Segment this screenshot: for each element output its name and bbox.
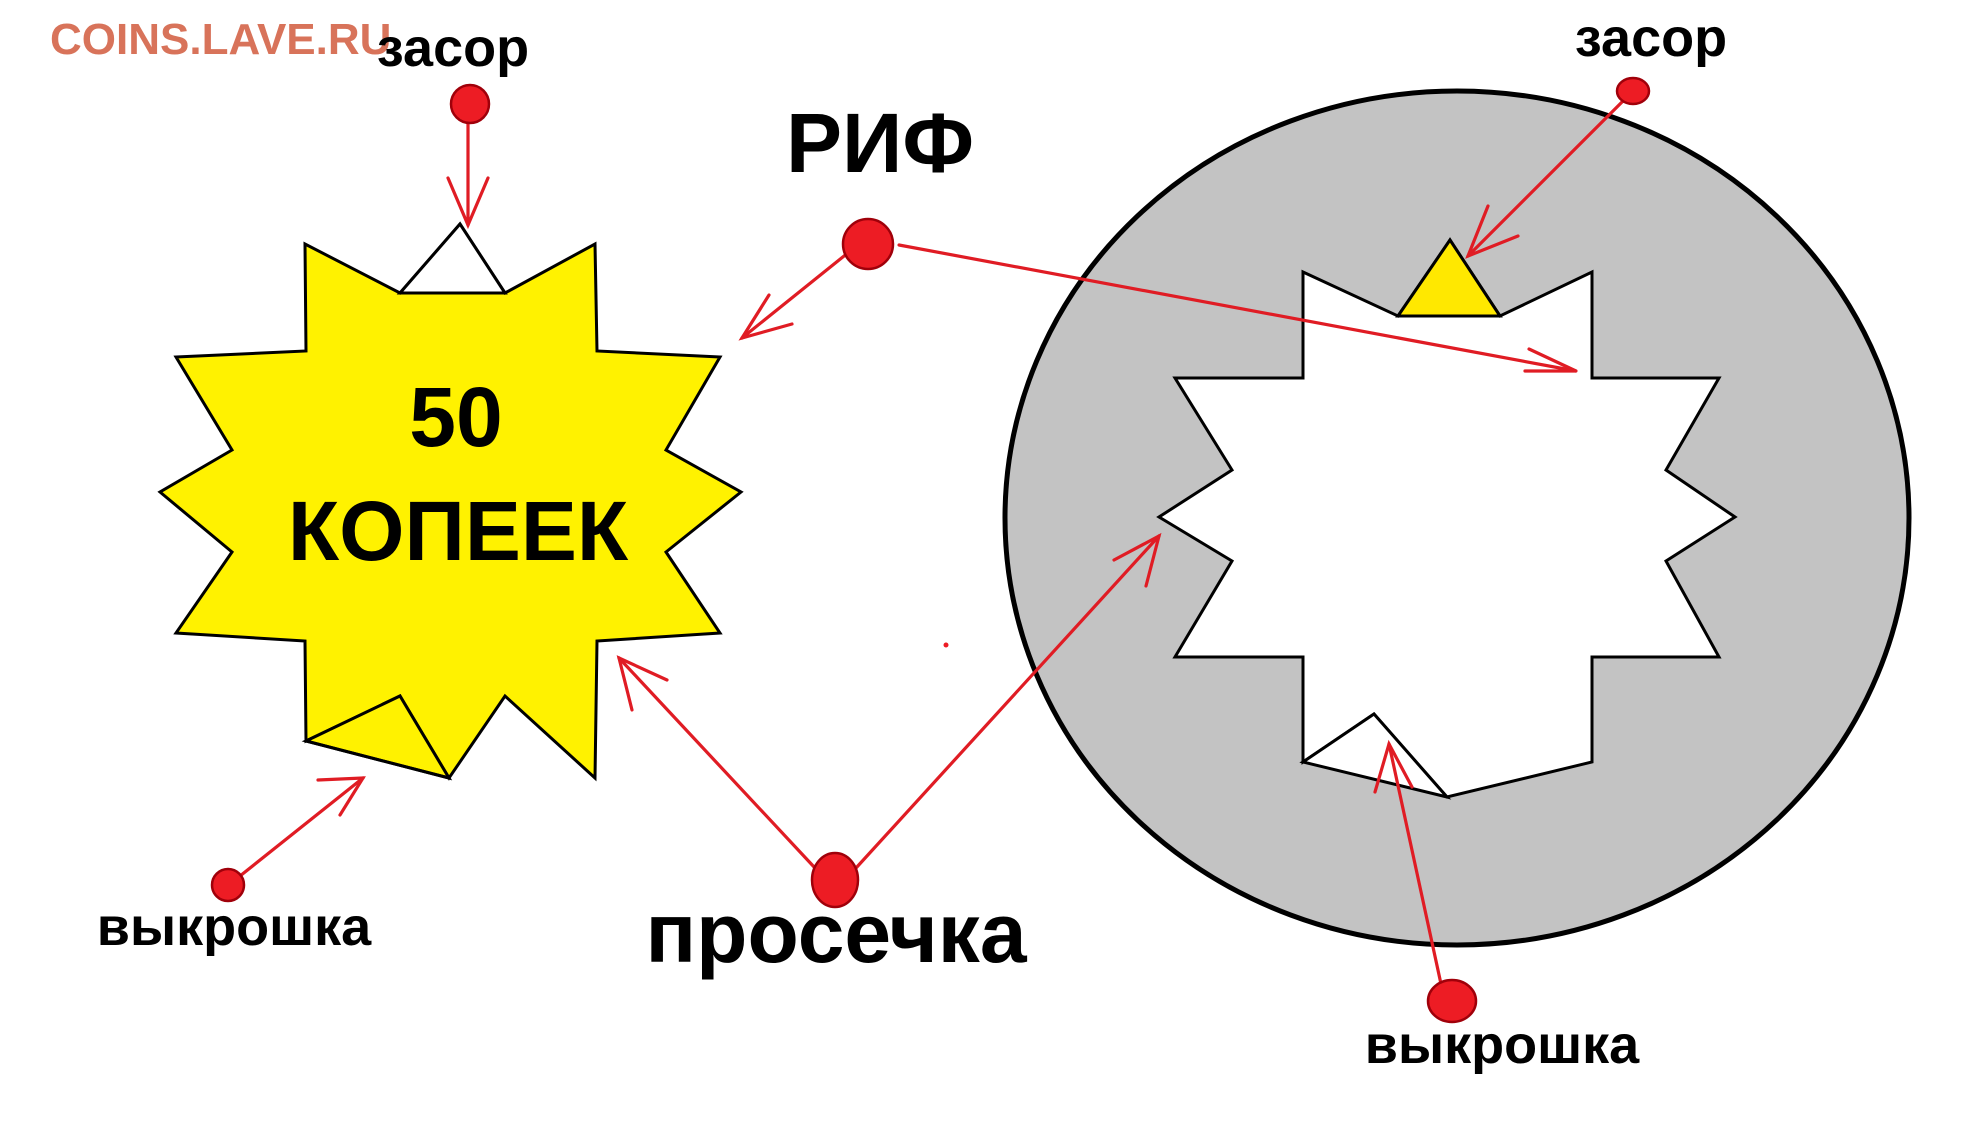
left-blockage-defect [396,221,508,295]
arrow-notch-coin [616,655,817,870]
die-group [1002,88,1912,948]
coin-star-group: 50 КОПЕЕК [157,221,744,782]
arrow-rif-coin [738,246,856,341]
coin-star [157,221,744,782]
arrow-right-chip [1373,739,1443,986]
marker-left-blockage [449,83,491,125]
right-blockage-defect [1395,237,1503,318]
coin-legend: КОПЕЕК [288,484,629,578]
arrow-left-blockage [446,102,490,230]
watermark: COINS.LAVE.RU [50,15,391,64]
marker-left-chip [210,867,246,903]
label-rif: РИФ [786,96,974,190]
label-left-chip: выкрошка [97,897,372,957]
arrow-rif-die [897,243,1578,373]
label-right-blockage: засор [1575,8,1727,68]
label-left-blockage: засор [377,18,529,78]
right-chip-defect [1299,712,1452,800]
arrow-left-chip [238,776,366,878]
coin-denomination: 50 [409,370,502,464]
marker-rif [841,217,895,271]
arrow-right-blockage [1465,89,1635,259]
marker-notch [810,851,860,909]
marker-right-blockage [1615,76,1651,106]
label-right-chip: выкрошка [1365,1015,1640,1075]
stray-red-dot [943,642,949,648]
left-chip-edge [305,739,450,780]
marker-right-chip [1426,978,1478,1024]
arrow-notch-die [854,532,1162,870]
die-star-hole [1156,237,1738,799]
